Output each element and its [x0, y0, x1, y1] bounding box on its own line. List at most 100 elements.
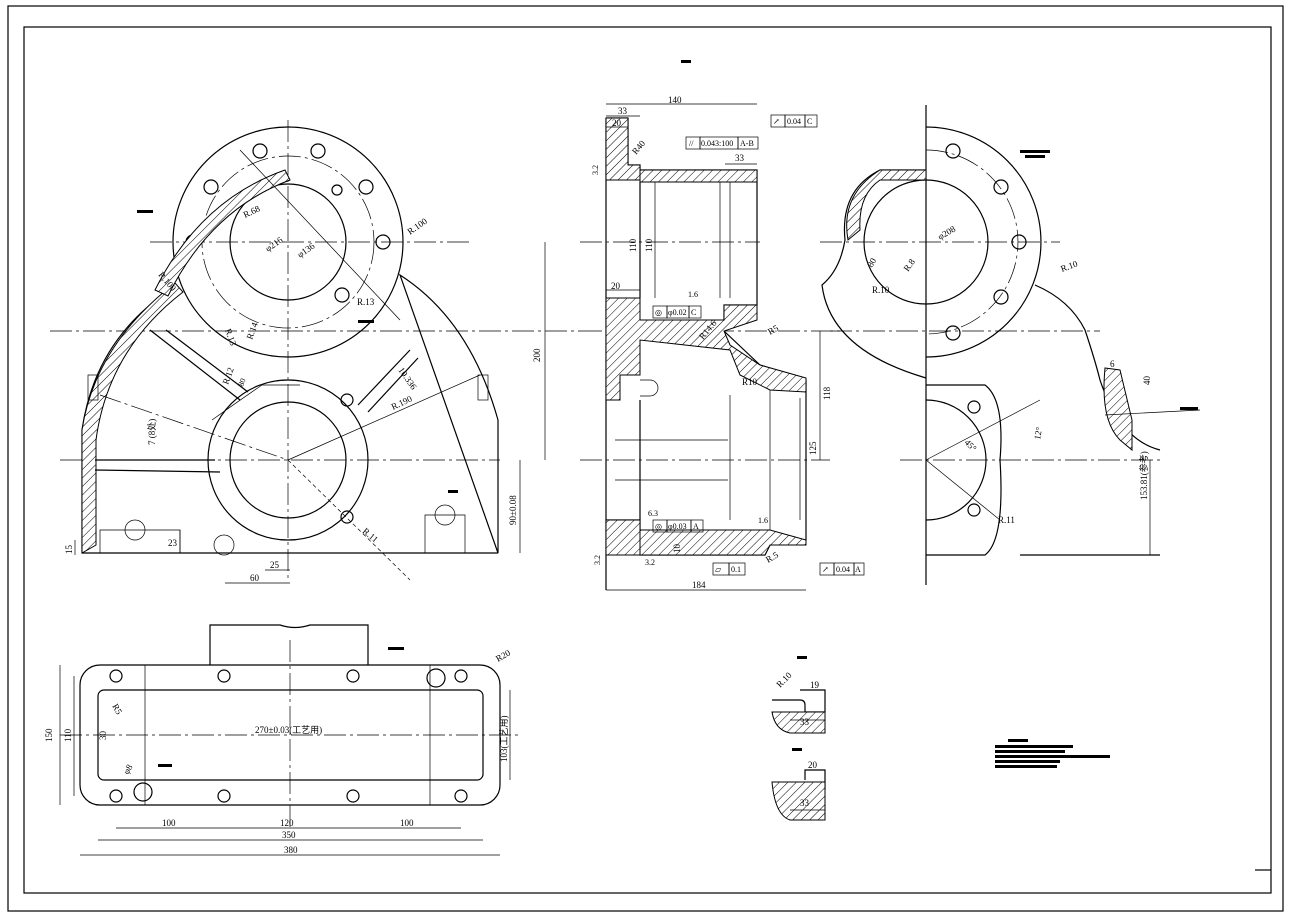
detail-b-20: 20 — [808, 760, 818, 770]
section-h110a: 110 — [628, 238, 638, 252]
dim-200: 200 — [532, 348, 542, 362]
radius-r14: R.14 — [244, 321, 259, 341]
top-hole-span: 350 — [282, 830, 296, 840]
svg-text:C: C — [807, 117, 812, 126]
detail-b-33: 33 — [800, 798, 810, 808]
svg-text:3.2: 3.2 — [593, 555, 602, 565]
svg-text:↗: ↗ — [773, 117, 780, 126]
detail-a-19: 19 — [810, 680, 820, 690]
svg-text:1.6: 1.6 — [688, 290, 698, 299]
fcf-flatness: ▱ 0.1 — [712, 562, 746, 576]
angle-note: 7 (8处) — [146, 419, 157, 445]
section-r10: R10 — [742, 377, 758, 387]
radius-r12: R.12 — [220, 366, 235, 386]
svg-text:A-B: A-B — [740, 139, 754, 148]
svg-text:0.043:100: 0.043:100 — [701, 139, 733, 148]
detail-a: R.10 19 33 — [771, 656, 826, 734]
top-span-right: 100 — [400, 818, 414, 828]
top-overall-width: 380 — [284, 845, 298, 855]
side-vertical-dim: 153.81(参考) — [1138, 451, 1149, 500]
dim-25: 25 — [270, 560, 280, 570]
hole-label: 80 — [236, 377, 247, 388]
svg-text://: // — [689, 139, 694, 148]
top-dim-30: 30 — [98, 731, 108, 741]
svg-text:φ0.03: φ0.03 — [668, 522, 687, 531]
svg-text:φ0.02: φ0.02 — [668, 308, 687, 317]
svg-text:◎: ◎ — [655, 308, 662, 317]
dim-90: 90±0.08 — [508, 495, 518, 525]
side-r10b: R.10 — [1059, 258, 1079, 273]
fcf-parallel: // 0.043:100 A-B — [685, 136, 759, 150]
top-view: 380 350 100 120 100 270±0.03(工艺用) 150 11… — [44, 624, 520, 856]
radius-r11: R.11 — [361, 526, 380, 545]
section-h118: 118 — [822, 386, 832, 400]
side-dim-80: 80 — [865, 256, 878, 269]
bore-dia: φ136 — [295, 240, 316, 259]
side-bore-dia: φ208 — [936, 223, 958, 241]
section-h125: 125 — [808, 441, 818, 455]
section-left-wall: 33 — [618, 106, 628, 116]
sheet-frame — [7, 5, 1284, 912]
svg-text:◎: ◎ — [655, 522, 662, 531]
radius-r68: R.68 — [242, 203, 262, 220]
section-top-width: 140 — [668, 95, 682, 105]
top-inner-note: 270±0.03(工艺用) — [255, 725, 322, 735]
section-h110b: 110 — [644, 238, 654, 252]
svg-text:3.2: 3.2 — [591, 165, 600, 175]
front-view: φ216 φ136 R.68 R.100 R.100 R.13 R.12 R.1… — [50, 120, 580, 584]
svg-text:3.2: 3.2 — [645, 558, 655, 567]
side-view: φ208 R.8 R.10 R.10 R.11 80 45° 12° 6 40 … — [820, 105, 1201, 585]
svg-text:6.3: 6.3 — [648, 509, 658, 518]
svg-text:A: A — [693, 522, 699, 531]
top-span-left: 100 — [162, 818, 176, 828]
svg-text:0.04: 0.04 — [787, 117, 801, 126]
radius-r100-right: R.100 — [405, 216, 429, 237]
detail-a-radius: R.10 — [774, 670, 794, 690]
top-height-110: 110 — [63, 728, 73, 742]
svg-text:A: A — [855, 565, 861, 574]
side-r11: R.11 — [998, 515, 1015, 525]
top-height-150: 150 — [44, 728, 54, 742]
radius-r190: R.190 — [390, 393, 414, 411]
side-angle-12: 12° — [1032, 426, 1044, 441]
fcf-runout-bottom: ↗ 0.04 A — [819, 562, 865, 576]
top-bolt-holes — [109, 668, 468, 803]
svg-text:0.1: 0.1 — [731, 565, 741, 574]
top-span-mid: 120 — [280, 818, 294, 828]
slot-dim: 10.336 — [396, 365, 419, 391]
flange-bolt-holes — [185, 143, 391, 303]
section-h10: 10 — [672, 544, 682, 554]
section-mid-flange: 20 — [611, 281, 621, 291]
dim-60: 60 — [250, 573, 260, 583]
svg-text:C: C — [691, 308, 696, 317]
svg-text:↗: ↗ — [822, 565, 829, 574]
dim-15: 15 — [64, 545, 74, 555]
section-r40: R40 — [630, 138, 648, 156]
top-hole-note: φ8 — [121, 762, 135, 776]
side-dim-40: 40 — [1142, 376, 1152, 386]
side-r8: R.8 — [901, 257, 917, 274]
top-r20: R20 — [494, 647, 512, 663]
radius-r13: R.13 — [357, 297, 375, 307]
bolt-circle-dia: φ216 — [263, 234, 284, 253]
section-bottom-width: 184 — [692, 580, 706, 590]
top-r5: R5 — [110, 702, 124, 717]
svg-text:0.04: 0.04 — [836, 565, 850, 574]
svg-text:1.6: 1.6 — [758, 516, 768, 525]
side-dim-6: 6 — [1110, 359, 1115, 369]
section-top-flange: 20 — [612, 118, 622, 128]
dim-23: 23 — [168, 538, 178, 548]
section-view: 140 33 20 184 20 33 110 110 125 118 10 R… — [580, 95, 865, 591]
technical-notes — [995, 739, 1110, 768]
fcf-coax-mid: ◎ φ0.02 C — [652, 305, 702, 319]
section-pad: 33 — [735, 153, 745, 163]
detail-b: 20 33 — [771, 748, 826, 821]
top-right-note: 103(工艺用) — [499, 716, 509, 763]
fcf-runout-top: ↗ 0.04 C — [770, 114, 818, 128]
section-r5b: R5 — [766, 323, 781, 337]
detail-a-33: 33 — [800, 717, 810, 727]
fcf-coax-bottom: ◎ φ0.03 A — [652, 519, 704, 533]
side-r10a: R.10 — [872, 285, 890, 295]
roughness-symbols: 3.2 1.6 6.3 3.2 1.6 3.2 — [591, 165, 768, 567]
